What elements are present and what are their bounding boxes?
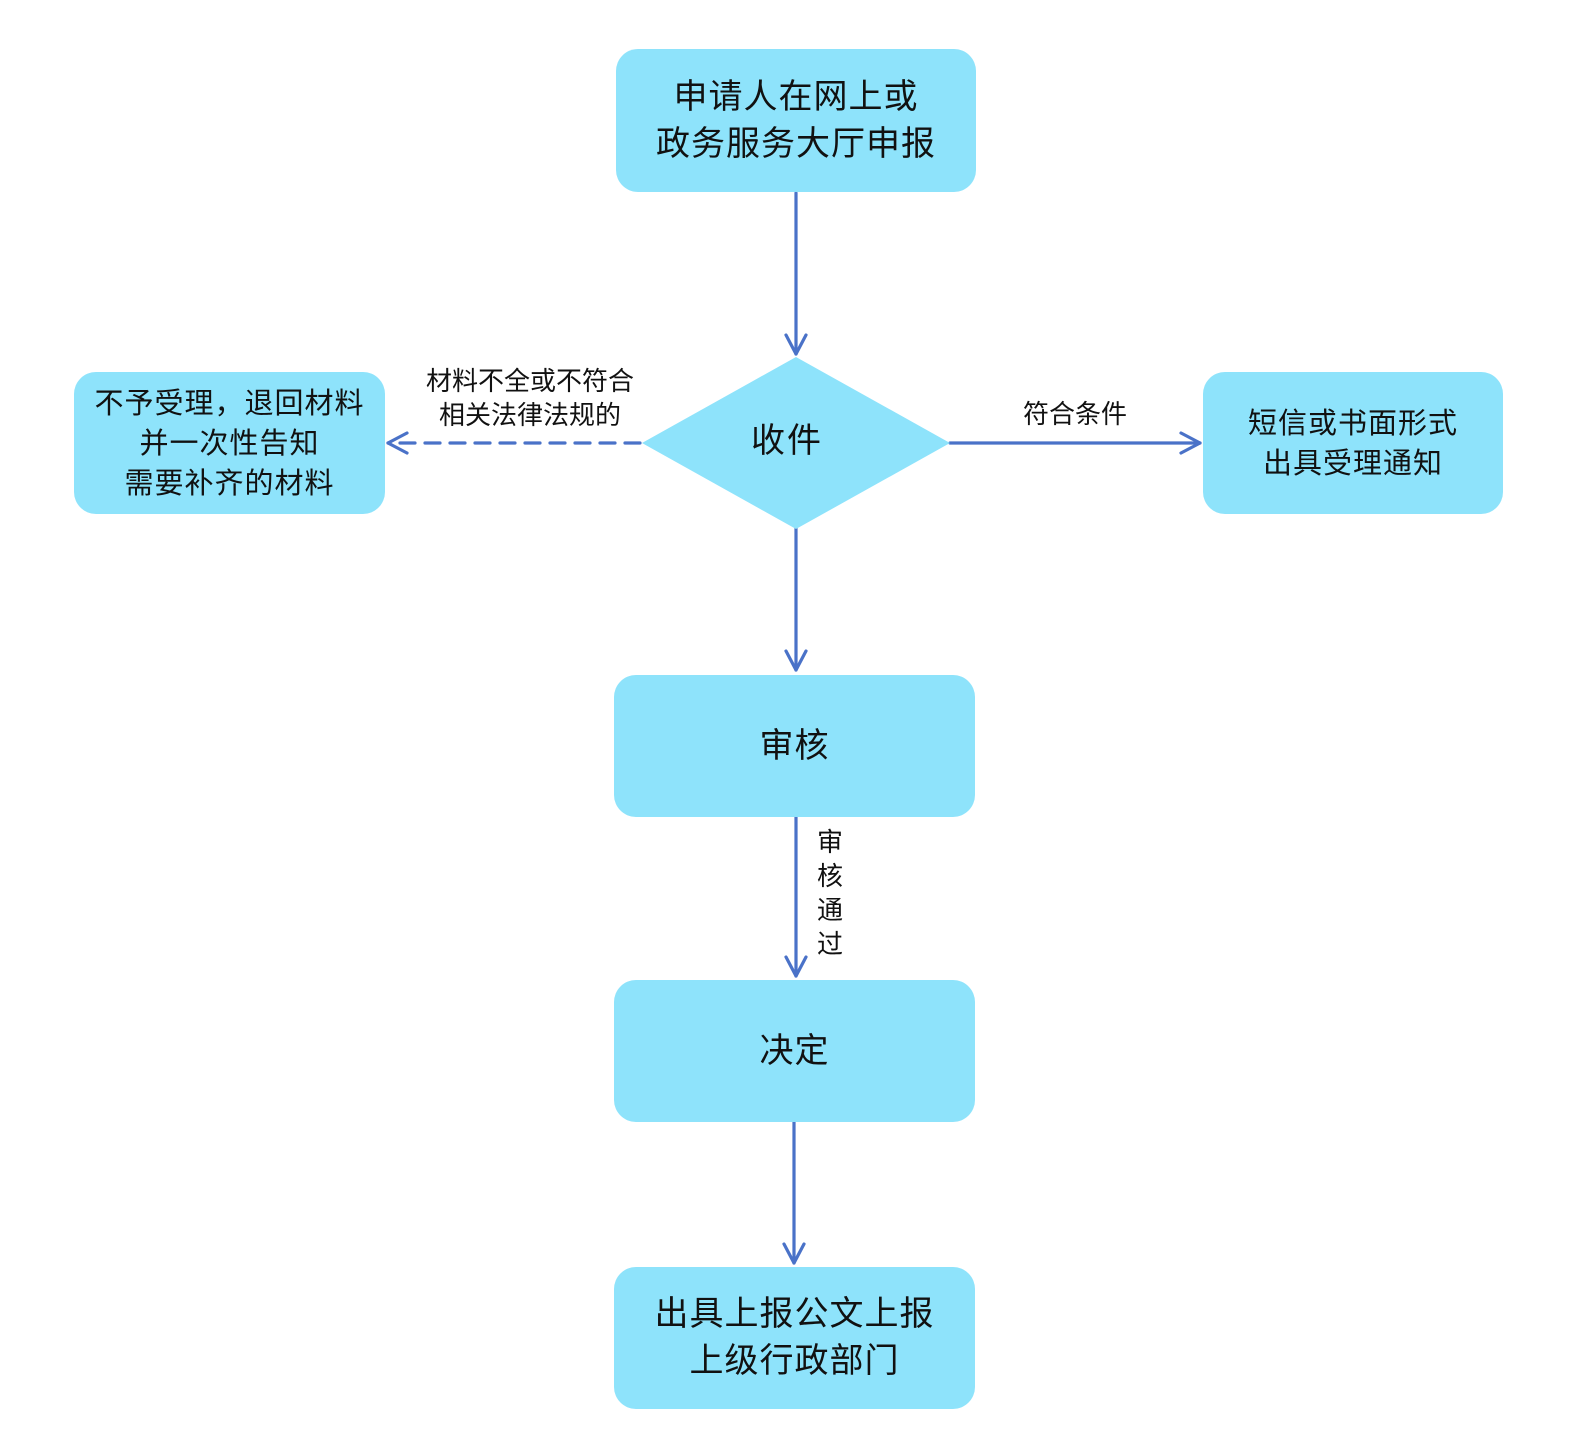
edge-label-review-pass: 审 核 通 过 <box>813 826 847 962</box>
edge-label-notify: 符合条件 <box>1022 400 1127 430</box>
apply-line-2: 政务服务大厅申报 <box>656 123 936 164</box>
edge-label-reject-line-2: 相关法律法规的 <box>438 401 621 431</box>
apply-node: 申请人在网上或 政务服务大厅申报 <box>616 49 976 192</box>
reject-line-2: 并一次性告知 <box>139 426 320 460</box>
notify-line-1: 短信或书面形式 <box>1247 406 1458 440</box>
notify-node: 短信或书面形式 出具受理通知 <box>1203 372 1503 514</box>
edge-receive-to-reject <box>386 431 642 455</box>
review-label: 审核 <box>759 725 830 766</box>
reject-node: 不予受理，退回材料 并一次性告知 需要补齐的材料 <box>74 372 385 514</box>
decide-label: 决定 <box>759 1030 830 1071</box>
edge-decide-to-report <box>782 1118 806 1265</box>
report-node: 出具上报公文上报 上级行政部门 <box>614 1267 975 1409</box>
apply-line-1: 申请人在网上或 <box>673 76 919 117</box>
report-line-2: 上级行政部门 <box>689 1341 900 1381</box>
edge-label-reject-line-1: 材料不全或不符合 <box>425 367 634 397</box>
review-pass-char-4: 过 <box>816 930 843 960</box>
review-pass-char-2: 核 <box>816 862 843 892</box>
edge-apply-to-receive <box>784 191 808 356</box>
reject-line-1: 不予受理，退回材料 <box>94 386 365 420</box>
review-pass-char-3: 通 <box>816 896 843 926</box>
decide-node: 决定 <box>614 980 975 1122</box>
edge-receive-to-review <box>784 526 808 672</box>
edge-label-reject: 材料不全或不符合 相关法律法规的 <box>405 365 655 433</box>
review-node: 审核 <box>614 675 975 817</box>
receive-label: 收件 <box>751 420 823 461</box>
edge-review-to-decide <box>784 813 808 978</box>
edge-receive-to-notify <box>948 431 1202 455</box>
review-pass-char-1: 审 <box>816 828 843 858</box>
reject-line-3: 需要补齐的材料 <box>124 466 335 500</box>
receive-diamond <box>642 357 950 529</box>
notify-line-2: 出具受理通知 <box>1262 446 1443 480</box>
report-line-1: 出具上报公文上报 <box>654 1294 935 1334</box>
